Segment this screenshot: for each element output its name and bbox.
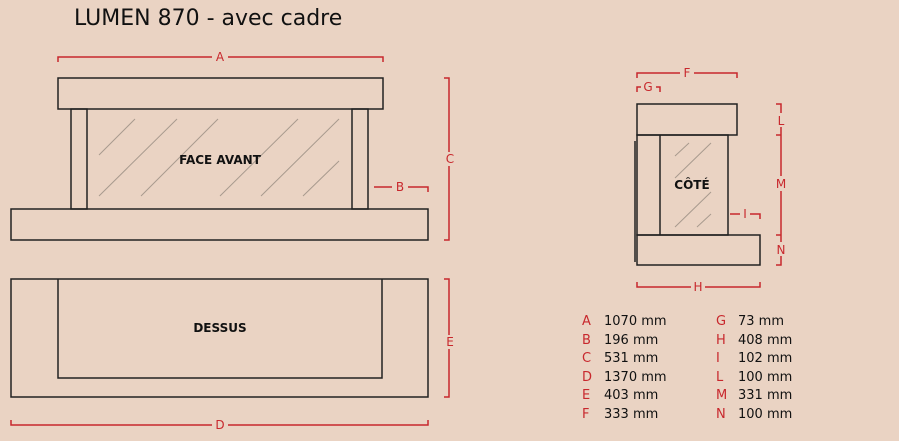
legend-key: H [716, 332, 726, 348]
legend-key: B [582, 332, 591, 348]
dim-b: B [396, 180, 404, 194]
dim-g: G [643, 80, 652, 94]
legend-key: A [582, 314, 591, 329]
legend-value: 403 mm [604, 388, 659, 403]
dim-c: C [446, 152, 454, 166]
legend-value: 333 mm [604, 406, 659, 422]
legend-key: M [716, 388, 728, 403]
legend-value: 73 mm [738, 314, 785, 329]
legend-key: G [716, 314, 727, 329]
side-view [634, 103, 761, 266]
dim-d: D [215, 418, 224, 432]
dim-h: H [693, 280, 702, 294]
legend-value: 1370 mm [604, 369, 667, 385]
legend-value: 1070 mm [604, 314, 667, 329]
dim-i: I [743, 207, 747, 221]
front-view-label: FACE AVANT [179, 153, 262, 167]
legend-key: D [582, 369, 593, 385]
legend-key: E [582, 388, 591, 403]
legend-key: I [716, 351, 720, 366]
dimension-letters: A B C D E F G H I L M N [215, 50, 786, 432]
legend-key: L [716, 369, 724, 385]
legend-value: 408 mm [738, 332, 793, 348]
dim-e: E [446, 335, 454, 349]
legend-key: F [582, 406, 590, 422]
legend-value: 331 mm [738, 388, 793, 403]
dim-m: M [776, 177, 786, 191]
legend-value: 196 mm [604, 332, 659, 348]
page-title: LUMEN 870 - avec cadre [74, 6, 343, 31]
dimension-lines [10, 56, 782, 426]
legend-key: C [582, 351, 592, 366]
top-view [10, 278, 429, 398]
front-view [10, 77, 429, 241]
dim-n: N [777, 243, 786, 257]
dim-l: L [778, 114, 785, 128]
glass-hatch [674, 142, 712, 228]
legend-value: 102 mm [738, 351, 793, 366]
legend-value: 100 mm [738, 369, 793, 385]
legend-value: 100 mm [738, 406, 793, 422]
legend-value: 531 mm [604, 351, 659, 366]
glass-hatch [98, 118, 340, 197]
dim-a: A [216, 50, 225, 64]
legend-key: N [716, 406, 726, 422]
top-view-label: DESSUS [193, 321, 246, 335]
dimension-legend: A 1070 mm G 73 mm B 196 mm H 408 mm C 531 mm I 10… [582, 314, 818, 423]
side-view-label: CÔTÉ [674, 177, 709, 192]
dim-f: F [684, 66, 691, 80]
